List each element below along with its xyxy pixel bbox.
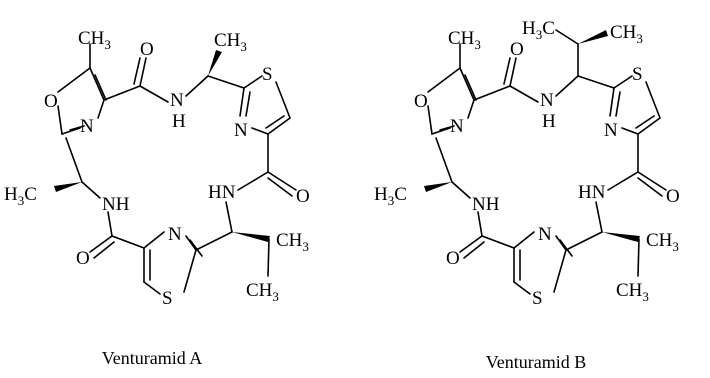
methyl-top-right-b: CH3 [610, 22, 643, 46]
methyl-isopropyl-1: CH3 [276, 230, 309, 254]
oxazole-ring [57, 43, 107, 135]
atom-o-carbonyl-top: O [140, 39, 154, 60]
atom-s-thiazole-right-b: S [632, 64, 643, 85]
atom-n-amide-top: N [170, 90, 184, 111]
methyl-top-left-b: H3C [522, 18, 555, 42]
methyl-isopropyl-1-b: CH3 [646, 230, 679, 254]
caption-venturamid-a: Venturamid A [102, 348, 203, 368]
caption-venturamid-b: Venturamid B [486, 352, 587, 372]
atom-o-oxazole-b: O [414, 91, 428, 112]
methyl-isopropyl-2: CH3 [246, 280, 279, 304]
atom-s-thiazole-bottom: S [162, 288, 173, 309]
atom-s-thiazole-bottom-b: S [532, 288, 543, 309]
thiazole-ring-bottom-b [513, 231, 603, 295]
atom-n-amide-top-b: N [540, 90, 554, 111]
methyl-isopropyl-2-b: CH3 [616, 280, 649, 304]
methyl-left: H3C [4, 184, 37, 208]
atom-o-carbonyl-bottom: O [76, 248, 90, 269]
methyl-left-b: H3C [374, 184, 407, 208]
oxazole-ring-b [427, 43, 477, 135]
atom-nh-left-b: NH [472, 194, 500, 215]
thiazole-ring-right-b [577, 75, 661, 135]
atom-o-oxazole: O [44, 91, 58, 112]
atom-n-oxazole-b: N [450, 116, 464, 137]
atom-n-thiazole-bottom: N [168, 224, 182, 245]
atom-o-carbonyl-right-b: O [666, 186, 680, 207]
atom-o-carbonyl-right: O [296, 186, 310, 207]
thiazole-ring-bottom [143, 231, 233, 295]
atom-nh-left: NH [102, 194, 130, 215]
atom-n-thiazole-bottom-b: N [538, 224, 552, 245]
molecule-venturamid-a: O N CH3 O N H CH3 S N O [4, 28, 310, 368]
atom-o-carbonyl-bottom-b: O [446, 248, 460, 269]
atom-n-thiazole-right-b: N [604, 120, 618, 141]
atom-hn-right: HN [208, 182, 236, 203]
atom-hn-right-b: HN [578, 182, 606, 203]
atom-n-oxazole: N [80, 116, 94, 137]
atom-h-amide-top-b: H [542, 111, 556, 132]
atom-o-carbonyl-top-b: O [510, 39, 524, 60]
methyl-oxazole: CH3 [78, 28, 111, 52]
atom-h-amide-top: H [172, 111, 186, 132]
atom-s-thiazole-right: S [262, 64, 273, 85]
methyl-oxazole-b: CH3 [448, 28, 481, 52]
thiazole-ring-right [207, 75, 291, 135]
methyl-top: CH3 [214, 30, 247, 54]
atom-n-thiazole-right: N [234, 120, 248, 141]
molecule-venturamid-b: O N CH3 O N H H3C CH3 S N [374, 18, 680, 372]
